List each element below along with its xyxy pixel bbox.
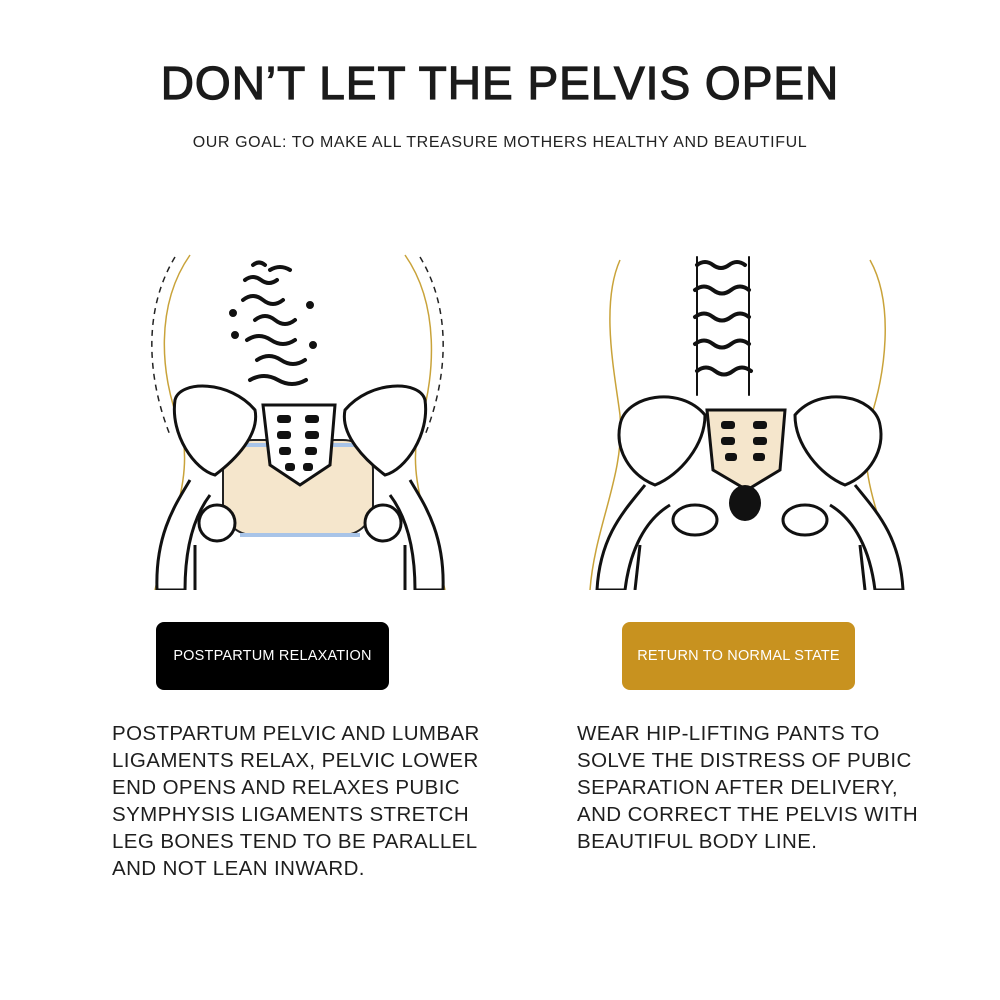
- description-line: LEG BONES TEND TO BE PARALLEL: [112, 830, 478, 853]
- description-line: SEPARATION AFTER DELIVERY,: [577, 776, 899, 799]
- left-description: POSTPARTUM PELVIC AND LUMBAR LIGAMENTS R…: [112, 720, 480, 882]
- hip-bones: [617, 395, 883, 487]
- dashed-waist-lines: [151, 256, 444, 436]
- sacrum: [705, 408, 787, 492]
- femurs: [595, 484, 905, 590]
- page-subtitle: OUR GOAL: TO MAKE ALL TREASURE MOTHERS H…: [192, 134, 808, 151]
- description-line: AND CORRECT THE PELVIS WITH: [577, 803, 919, 826]
- spine-vertebrae: [693, 256, 753, 396]
- description-line: WEAR HIP-LIFTING PANTS TO: [577, 722, 880, 745]
- description-line: SOLVE THE DISTRESS OF PUBIC: [577, 749, 912, 772]
- description-line: END OPENS AND RELAXES PUBIC: [112, 776, 461, 799]
- sacrum: [261, 403, 337, 487]
- normal-pelvis-illustration: [589, 256, 905, 590]
- postpartum-relaxation-label: POSTPARTUM RELAXATION: [156, 622, 389, 690]
- description-line: LIGAMENTS RELAX, PELVIC LOWER: [112, 749, 479, 772]
- sacral-holes: [721, 421, 767, 461]
- description-line: SYMPHYSIS LIGAMENTS STRETCH: [112, 803, 470, 826]
- right-description: WEAR HIP-LIFTING PANTS TO SOLVE THE DIST…: [577, 720, 918, 855]
- description-line: AND NOT LEAN INWARD.: [112, 857, 365, 880]
- page-title: DON’T LET THE PELVIS OPEN: [160, 56, 840, 109]
- femurs: [155, 479, 445, 590]
- hip-bones: [172, 384, 428, 477]
- sacral-holes: [277, 415, 319, 471]
- coccyx: [729, 485, 761, 521]
- relaxed-pelvis-illustration: [151, 254, 446, 590]
- description-line: POSTPARTUM PELVIC AND LUMBAR: [112, 722, 480, 745]
- description-line: BEAUTIFUL BODY LINE.: [577, 830, 818, 853]
- spine-vertebrae: [229, 260, 317, 386]
- normal-state-label: RETURN TO NORMAL STATE: [622, 622, 855, 690]
